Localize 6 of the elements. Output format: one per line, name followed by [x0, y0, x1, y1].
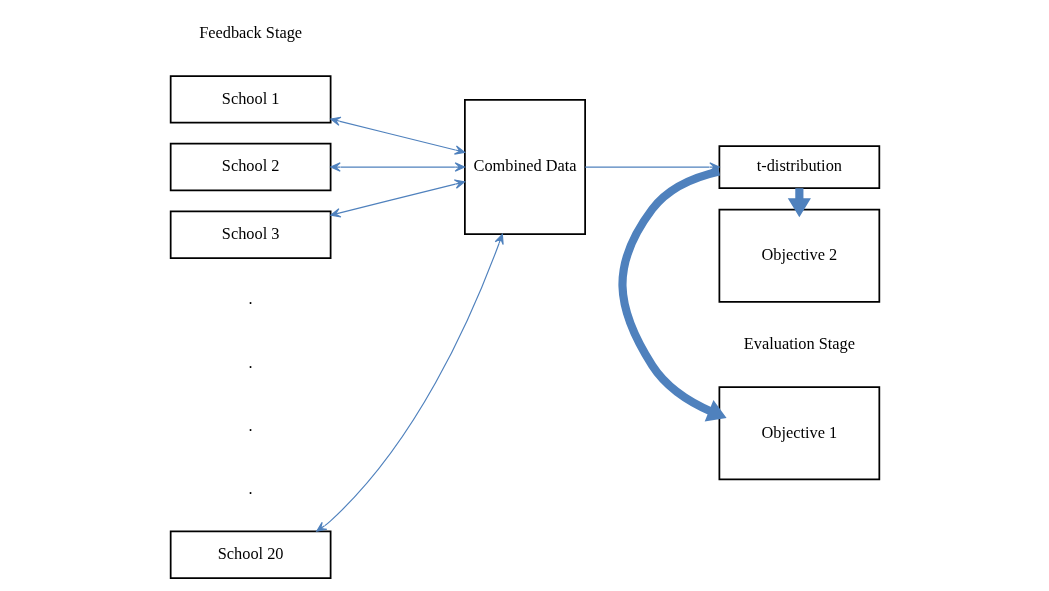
label: Feedback Stage: [198, 23, 302, 43]
label: .: [248, 289, 253, 309]
label: Evaluation Stage: [743, 333, 855, 353]
label: .: [248, 478, 253, 498]
label: .: [248, 352, 253, 372]
label: .: [248, 415, 253, 435]
